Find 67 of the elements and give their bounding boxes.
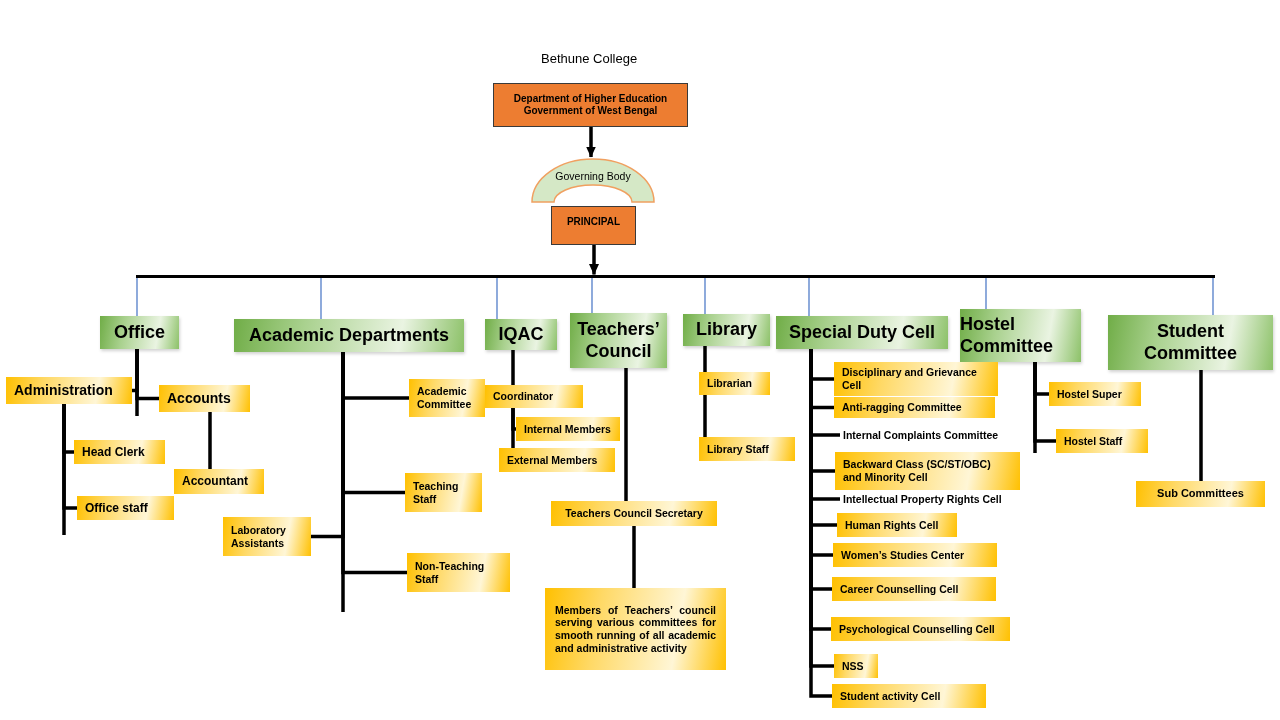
role-box: Student activity Cell bbox=[832, 684, 986, 708]
node-label: Internal Complaints Committee bbox=[840, 427, 1030, 443]
role-box: Librarian bbox=[699, 372, 770, 395]
role-box: Members of Teachers’ council serving various committees for smooth running of all academic and administrative activity bbox=[545, 588, 726, 670]
connector-trunk bbox=[135, 349, 139, 416]
connector-line bbox=[703, 346, 707, 372]
connector-line bbox=[511, 350, 515, 385]
role-box: Coordinator bbox=[485, 385, 583, 408]
node-label: Intellectual Property Rights Cell bbox=[840, 491, 1040, 507]
connector-line bbox=[703, 395, 707, 437]
section-header: Library bbox=[683, 314, 770, 346]
org-box: Department of Higher Education Government of West Bengal bbox=[493, 83, 688, 127]
arch-shape bbox=[531, 157, 655, 203]
title-text: Bethune College bbox=[541, 51, 638, 66]
connector-line bbox=[808, 276, 810, 317]
connector-trunk bbox=[62, 404, 66, 535]
connector-line bbox=[208, 412, 212, 469]
connector-trunk bbox=[1033, 362, 1037, 453]
connector-line bbox=[511, 408, 515, 448]
role-box: Teaching Staff bbox=[405, 473, 482, 512]
role-box: Anti-ragging Committee bbox=[834, 397, 995, 418]
arch-label: Governing Body bbox=[555, 170, 631, 183]
arrow bbox=[589, 245, 599, 275]
role-box: Disciplinary and Grievance Cell bbox=[834, 362, 998, 396]
role-box: Non-Teaching Staff bbox=[407, 553, 510, 592]
connector-line bbox=[624, 368, 628, 501]
connector-line bbox=[985, 276, 987, 310]
section-header: Special Duty Cell bbox=[776, 316, 948, 349]
role-box: Backward Class (SC/ST/OBC) and Minority Cell bbox=[835, 452, 1020, 490]
role-box: Library Staff bbox=[699, 437, 795, 461]
section-header: IQAC bbox=[485, 319, 557, 350]
role-box: Administration bbox=[6, 377, 132, 404]
role-box: Academic Committee bbox=[409, 379, 485, 417]
role-box: Accounts bbox=[159, 385, 250, 412]
section-header: Hostel Committee bbox=[960, 309, 1081, 362]
connector-line bbox=[320, 276, 322, 320]
role-box: Women’s Studies Center bbox=[833, 543, 997, 567]
connector-line bbox=[1199, 370, 1203, 481]
role-box: External Members bbox=[499, 448, 615, 472]
role-box: Head Clerk bbox=[74, 440, 165, 464]
connector-line bbox=[1212, 276, 1214, 316]
role-box: Hostel Staff bbox=[1056, 429, 1148, 453]
connector-line bbox=[632, 526, 636, 588]
org-box: PRINCIPAL bbox=[551, 206, 636, 245]
role-box: Human Rights Cell bbox=[837, 513, 957, 537]
section-header: Teachers’ Council bbox=[570, 313, 667, 368]
role-box: Internal Members bbox=[516, 417, 620, 441]
role-box: Teachers Council Secretary bbox=[551, 501, 717, 526]
role-box: Psychological Counselling Cell bbox=[831, 617, 1010, 641]
connector-trunk bbox=[341, 352, 345, 612]
connector-line bbox=[704, 276, 706, 315]
role-box: Laboratory Assistants bbox=[223, 517, 311, 556]
arrow bbox=[586, 127, 596, 158]
connector-line bbox=[591, 276, 593, 314]
connector-line bbox=[136, 276, 138, 317]
role-box: NSS bbox=[834, 654, 878, 678]
role-box: Sub Committees bbox=[1136, 481, 1265, 507]
bus-bar bbox=[136, 274, 1215, 278]
role-box: Career Counselling Cell bbox=[832, 577, 996, 601]
role-box: Accountant bbox=[174, 469, 264, 494]
connector-line bbox=[809, 349, 832, 698]
role-box: Hostel Super bbox=[1049, 382, 1141, 406]
section-header: Office bbox=[100, 316, 179, 349]
section-header: Academic Departments bbox=[234, 319, 464, 352]
role-box: Office staff bbox=[77, 496, 174, 520]
section-header: Student Committee bbox=[1108, 315, 1273, 370]
connector-line bbox=[496, 276, 498, 320]
